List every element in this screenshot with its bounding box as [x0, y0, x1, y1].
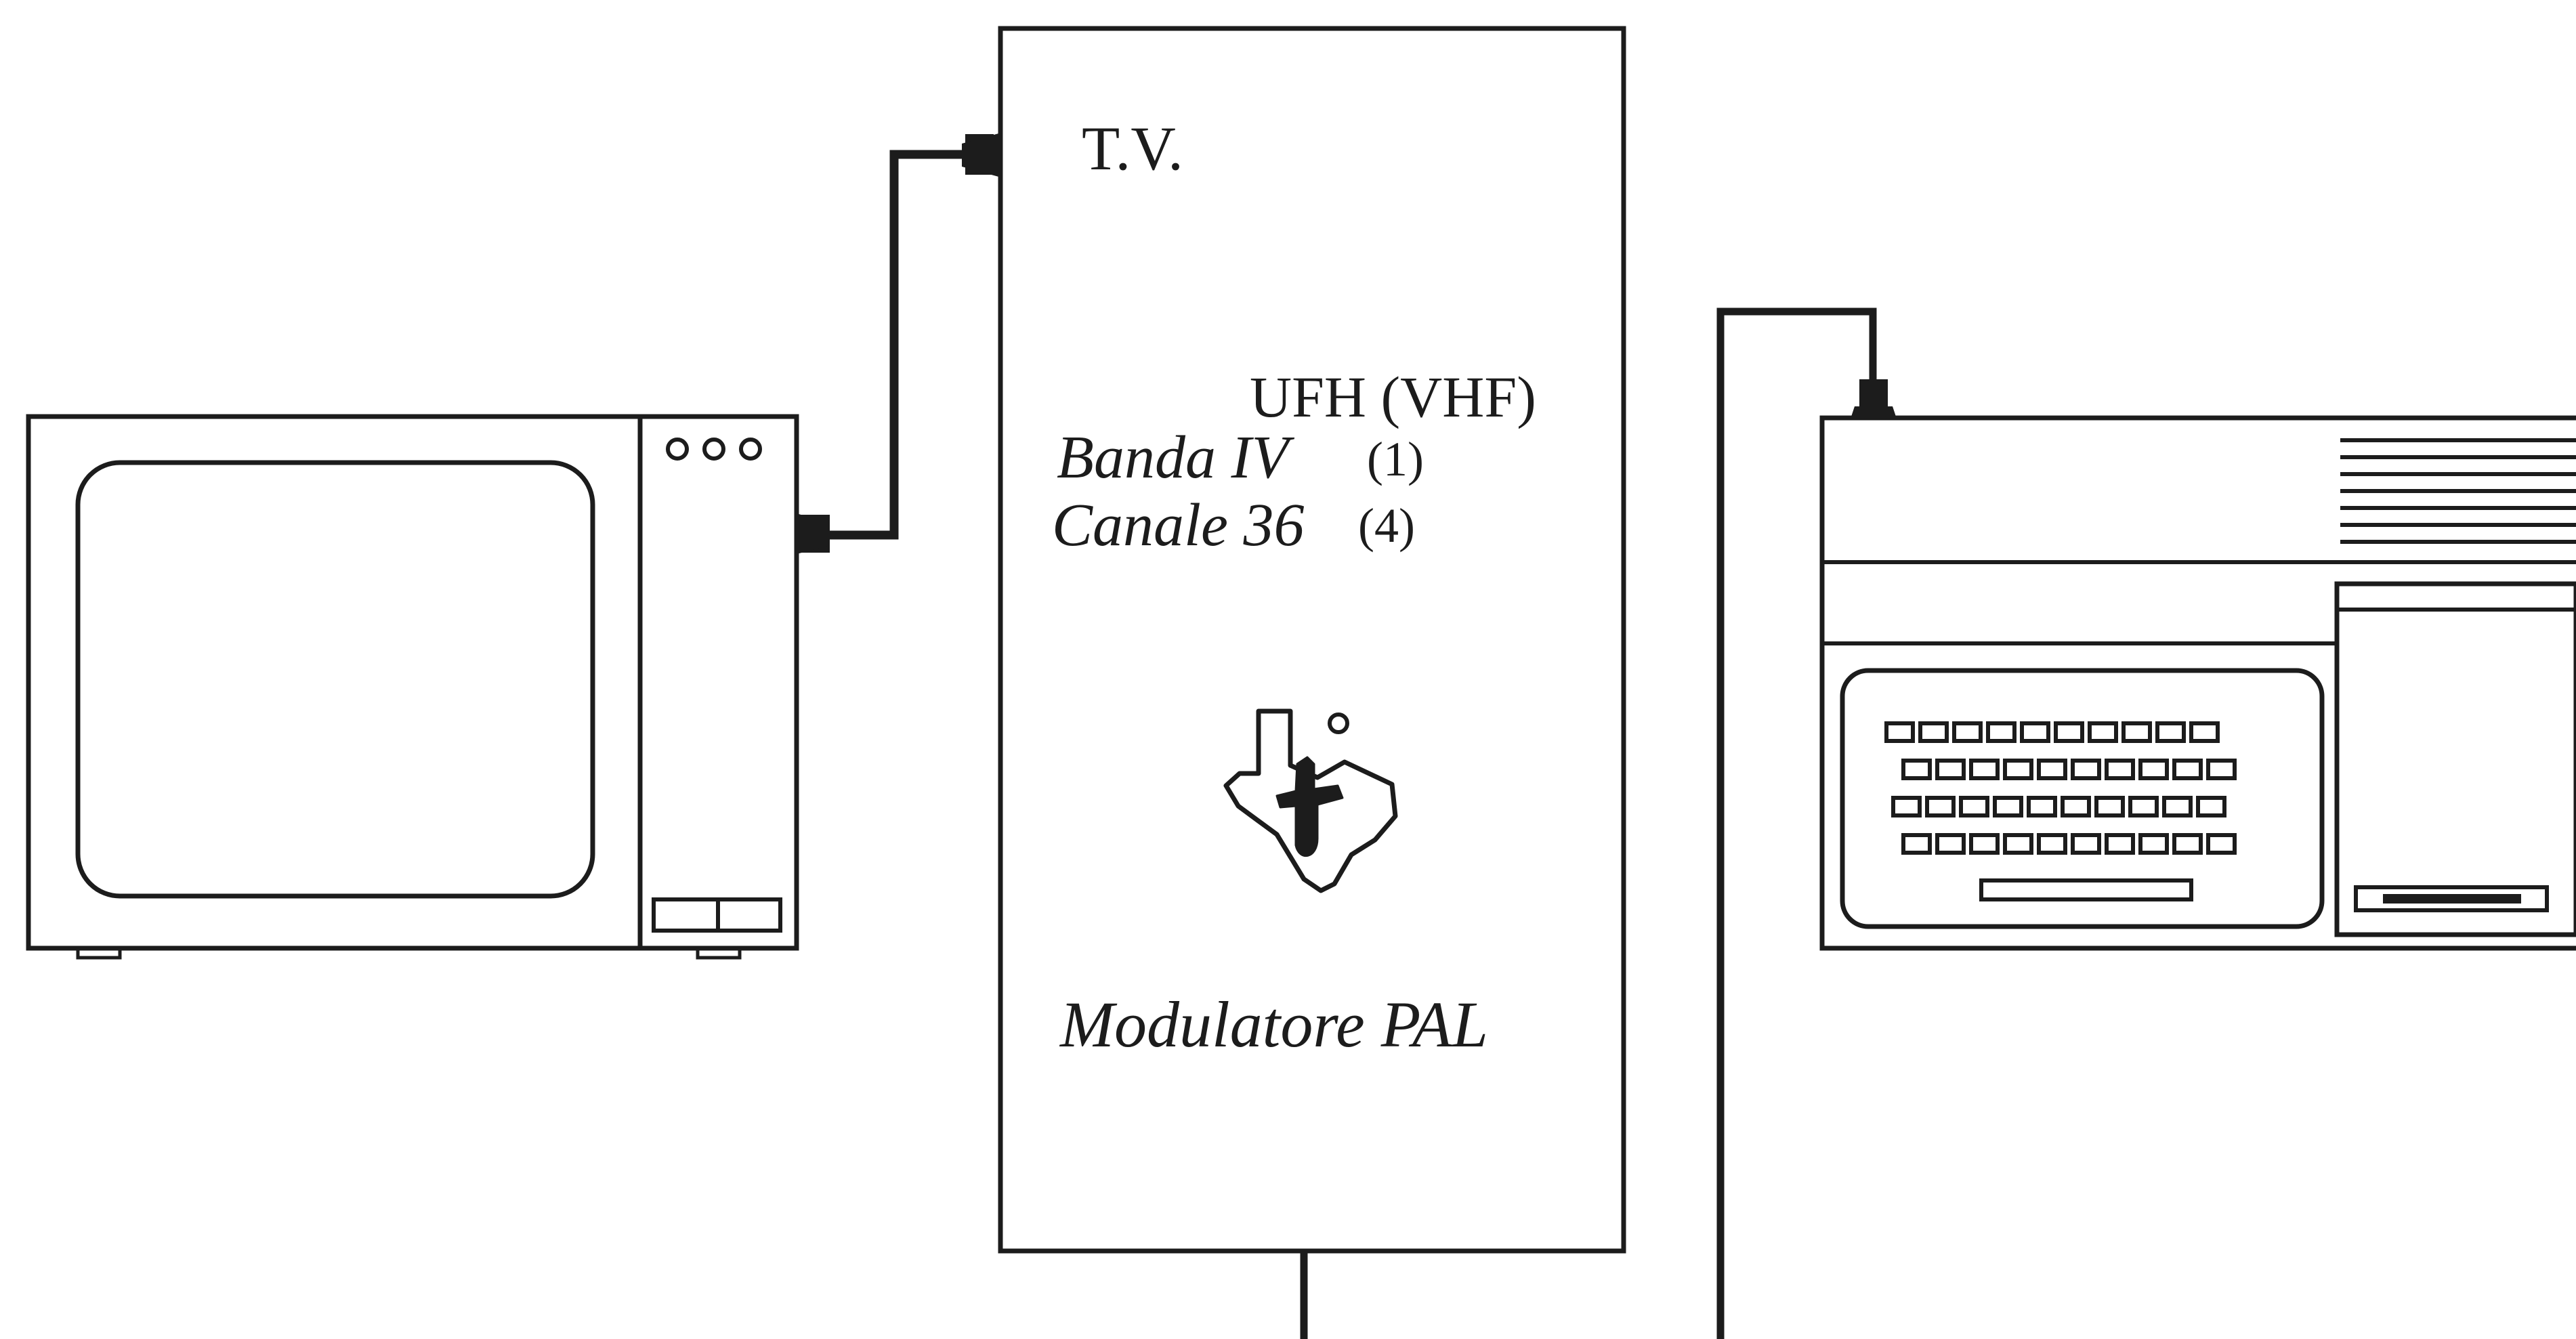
frequency-label: UFH (VHF)	[1250, 364, 1536, 429]
band-label: Banda IV	[1057, 424, 1294, 491]
keyboard-key	[1969, 833, 2000, 855]
keyboard-key	[2172, 759, 2203, 780]
keyboard-key	[1993, 796, 2023, 817]
keyboard-key	[2206, 759, 2237, 780]
computer-body	[1819, 415, 2576, 951]
keyboard-key	[1901, 759, 1932, 780]
tv-foot	[76, 946, 122, 960]
keyboard-key	[2027, 796, 2057, 817]
keyboard-key	[2172, 833, 2203, 855]
tv-output-label: T.V.	[1082, 114, 1183, 183]
keyboard-key	[2020, 721, 2050, 743]
keyboard-key	[2061, 796, 2091, 817]
texas-instruments-logo-icon	[1223, 708, 1398, 893]
pal-modulator: T.V. UFH (VHF) Banda IV (1) Canale 36 (4…	[998, 26, 1626, 1254]
keyboard-key	[2121, 721, 2152, 743]
keyboard-key	[2037, 833, 2067, 855]
keyboard-key	[2196, 796, 2226, 817]
tv-knob-icon	[702, 438, 725, 461]
keyboard-key	[2189, 721, 2220, 743]
modulator-name-label: Modulatore PAL	[1059, 988, 1488, 1061]
keyboard-key	[2054, 721, 2084, 743]
tv-foot	[696, 946, 742, 960]
keyboard-key	[2088, 721, 2118, 743]
keyboard-key	[2138, 759, 2169, 780]
keyboard-key	[2037, 759, 2067, 780]
keyboard-key	[1884, 721, 1915, 743]
channel-note: (4)	[1358, 498, 1415, 553]
keyboard-key	[1969, 759, 2000, 780]
keyboard-key	[2138, 833, 2169, 855]
keyboard-key	[1918, 721, 1949, 743]
keyboard-key	[1925, 796, 1956, 817]
channel-label: Canale 36	[1052, 492, 1304, 559]
keyboard-key	[2071, 833, 2101, 855]
computer-vent-icon	[2340, 438, 2576, 544]
keyboard-key	[1891, 796, 1922, 817]
television	[26, 414, 799, 960]
keyboard-key	[1959, 796, 1989, 817]
keyboard-key	[2105, 759, 2135, 780]
tv-button-right	[716, 897, 782, 933]
cartridge-slot	[2334, 581, 2576, 937]
band-note: (1)	[1367, 432, 1424, 486]
keyboard-key	[2206, 833, 2237, 855]
keyboard-key	[2162, 796, 2193, 817]
keyboard-bezel	[1840, 668, 2325, 929]
keyboard-key	[2071, 759, 2101, 780]
space-bar	[1979, 878, 2193, 901]
computer-video-cable	[1300, 307, 1877, 1339]
keyboard-key	[1986, 721, 2017, 743]
tv-knob-icon	[666, 438, 689, 461]
keyboard-key	[1935, 759, 1966, 780]
tv-cabinet	[26, 414, 799, 951]
keyboard-key	[2003, 759, 2033, 780]
keyboard	[1884, 721, 2237, 901]
keyboard-key	[2094, 796, 2125, 817]
keyboard-key	[2155, 721, 2186, 743]
tv-antenna-cable	[797, 133, 1001, 554]
keyboard-key	[2003, 833, 2033, 855]
keyboard-key	[1952, 721, 1983, 743]
keyboard-key	[2105, 833, 2135, 855]
modulator-box	[998, 26, 1626, 1254]
home-computer	[1819, 415, 2576, 951]
keyboard-key	[1935, 833, 1966, 855]
tv-screen	[75, 460, 595, 899]
keyboard-key	[1901, 833, 1932, 855]
keyboard-key	[2128, 796, 2159, 817]
tv-knob-icon	[739, 438, 762, 461]
